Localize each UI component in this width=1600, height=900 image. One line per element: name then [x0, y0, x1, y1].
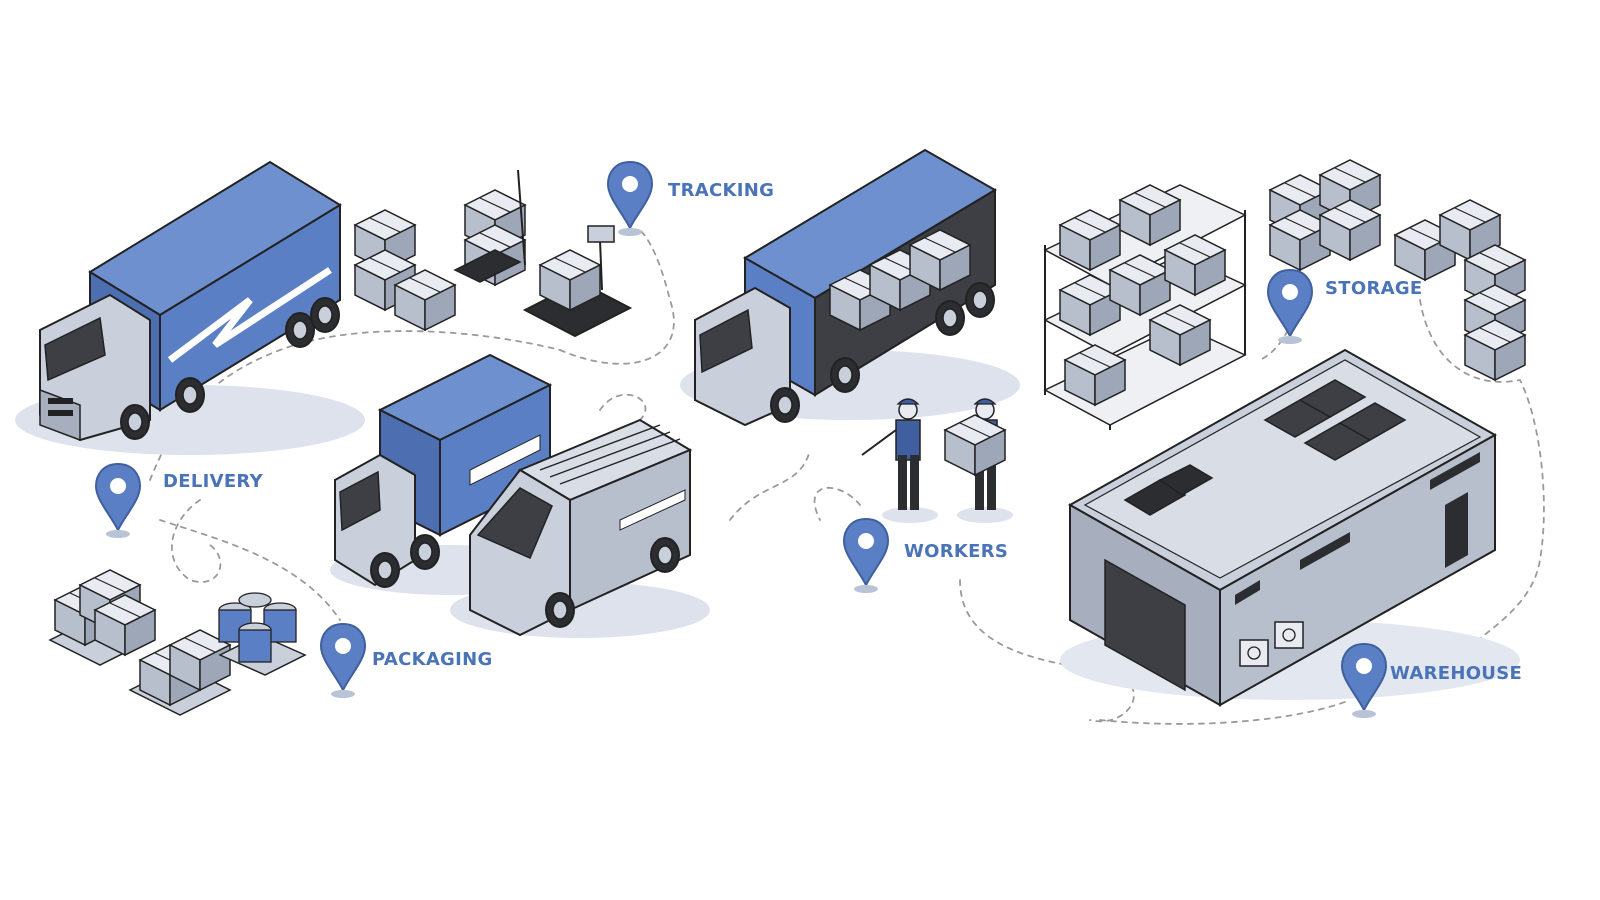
packaging-label: PACKAGING	[372, 649, 493, 670]
storage-boxes	[1269, 159, 1526, 381]
storage-shelf	[1043, 184, 1247, 430]
delivery-label: DELIVERY	[163, 471, 264, 492]
delivery-van	[450, 418, 710, 638]
workers-figures	[861, 398, 1013, 523]
map-pin-icon	[320, 623, 366, 699]
warehouse-label: WAREHOUSE	[1390, 663, 1522, 684]
map-pin-icon	[1267, 269, 1313, 345]
map-pin-icon	[607, 161, 653, 237]
workers-label: WORKERS	[904, 541, 1008, 562]
storage-marker: STORAGE	[1267, 269, 1423, 345]
packaging-marker: PACKAGING	[320, 623, 493, 699]
storage-label: STORAGE	[1325, 278, 1423, 299]
box-truck	[330, 353, 570, 595]
map-pin-icon	[95, 463, 141, 539]
loading-truck	[680, 148, 1020, 427]
warehouse-building	[1060, 348, 1520, 707]
delivery-truck	[15, 160, 365, 455]
workers-marker: WORKERS	[843, 518, 1008, 594]
packaging-pallets	[48, 569, 307, 716]
delivery-marker: DELIVERY	[95, 463, 264, 539]
map-pin-icon	[1341, 643, 1387, 719]
map-pin-icon	[843, 518, 889, 594]
tracking-parcels	[354, 169, 633, 338]
tracking-marker: TRACKING	[607, 161, 774, 237]
warehouse-marker: WAREHOUSE	[1341, 643, 1522, 719]
tracking-label: TRACKING	[668, 180, 774, 201]
